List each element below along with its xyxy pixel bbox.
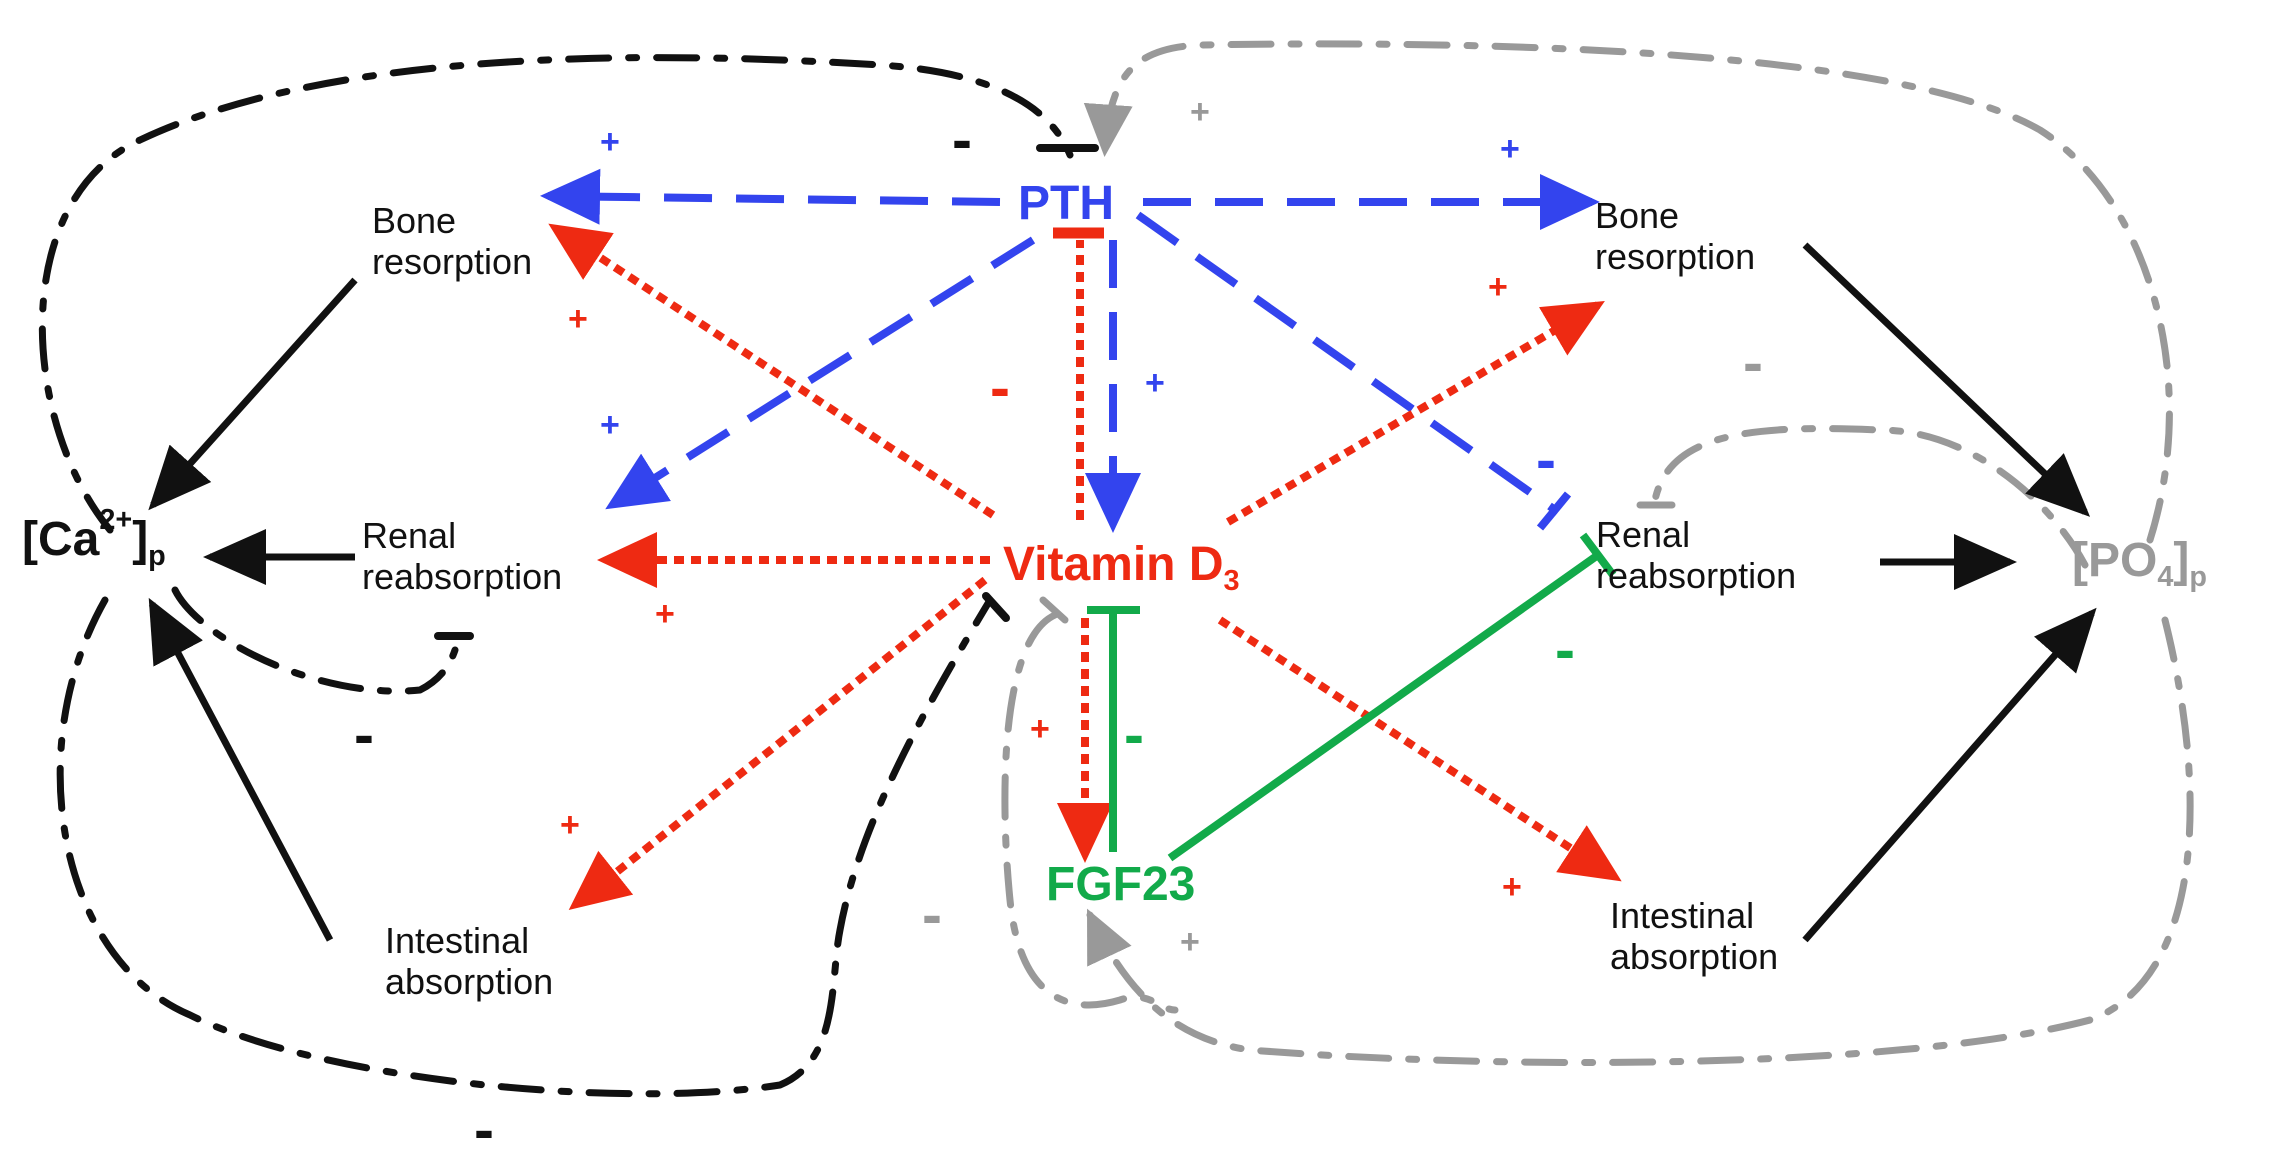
minus-sign: - bbox=[474, 1096, 494, 1163]
phosphate-inhibition-bars bbox=[1039, 501, 1676, 624]
minus-sign: - bbox=[1743, 329, 1763, 396]
plus-sign: + bbox=[655, 595, 675, 633]
fgf23-to-right-renal-inhibit bbox=[1167, 551, 1601, 862]
minus-sign: - bbox=[1124, 701, 1144, 768]
fgf23-right-renal-inhibition-bar bbox=[1579, 532, 1617, 578]
plus-sign: + bbox=[1030, 710, 1050, 748]
vitd-sub: 3 bbox=[1223, 565, 1240, 598]
ca-sub: p bbox=[148, 540, 166, 573]
pth-node: PTH bbox=[1018, 177, 1114, 230]
plus-sign: + bbox=[1180, 923, 1200, 961]
calcium-solid-arrows bbox=[148, 277, 358, 942]
po4-main: [PO bbox=[2072, 534, 2158, 587]
vitd-to-right-bone-arrow bbox=[1225, 300, 1605, 526]
po4-close: ] bbox=[2173, 534, 2190, 587]
phosphate-solid-arrows bbox=[1802, 242, 2097, 943]
left-bone-to-ca-arrow bbox=[148, 277, 358, 511]
vitd-main: Vitamin D bbox=[1003, 538, 1224, 591]
fgf23-node: FGF23 bbox=[1046, 858, 1196, 911]
right-intestinal-to-po4-arrow bbox=[1802, 607, 2097, 943]
po4-sub2: p bbox=[2189, 561, 2207, 594]
ca-charge: 2+ bbox=[99, 504, 133, 537]
pth-to-left-renal-arrow bbox=[605, 236, 1036, 510]
pth-to-right-renal-inhibit bbox=[1135, 211, 1561, 516]
minus-sign: - bbox=[922, 881, 942, 948]
left-bone-line2: resorption bbox=[372, 241, 533, 283]
vitamin-d-arrows bbox=[548, 223, 1622, 910]
right-bone-resorption-node: Bone resorption bbox=[1595, 195, 1755, 278]
left-bone-resorption-node: Bone resorption bbox=[372, 200, 532, 283]
plus-sign: + bbox=[600, 123, 620, 161]
pth-right-renal-inhibition-bar bbox=[1536, 491, 1572, 531]
ca-to-pth-loop bbox=[38, 54, 1074, 534]
right-intestinal-absorption-node: Intestinal absorption bbox=[1610, 895, 1778, 978]
po4-to-right-renal-loop bbox=[1651, 425, 2089, 569]
vitd-to-fgf23-gray-loop bbox=[1001, 611, 1179, 1014]
phosphate-feedback-loops bbox=[1001, 40, 2194, 1066]
plus-sign: + bbox=[1145, 364, 1165, 402]
po4-to-pth-loop bbox=[1083, 40, 2173, 544]
plus-sign: + bbox=[600, 406, 620, 444]
ca-main: [Ca bbox=[22, 513, 100, 566]
vitamin-d-node: Vitamin D3 bbox=[1003, 537, 1240, 595]
left-intestinal-to-ca-arrow bbox=[148, 597, 334, 942]
right-renal-line1: Renal bbox=[1596, 514, 1691, 555]
vitd-to-right-intestinal-arrow bbox=[1217, 616, 1622, 882]
left-bone-line1: Bone bbox=[372, 200, 457, 241]
plus-sign: + bbox=[568, 300, 588, 338]
right-intestinal-line1: Intestinal bbox=[1610, 895, 1755, 936]
ca-close: ] bbox=[132, 513, 149, 566]
minus-sign: - bbox=[354, 701, 374, 768]
ca-to-vitd-loop bbox=[56, 596, 994, 1098]
minus-sign: - bbox=[952, 106, 972, 173]
plus-sign: + bbox=[1488, 268, 1508, 306]
calcium-feedback-loops bbox=[38, 54, 1074, 1098]
ca-plasma-node: [Ca2+]p bbox=[22, 506, 166, 571]
left-renal-reabsorption-node: Renal reabsorption bbox=[362, 515, 562, 598]
right-renal-reabsorption-node: Renal reabsorption bbox=[1596, 514, 1796, 597]
po4-plasma-node: [PO4]p bbox=[2072, 533, 2207, 591]
plus-sign: + bbox=[560, 806, 580, 844]
left-intestinal-absorption-node: Intestinal absorption bbox=[385, 920, 553, 1003]
minus-sign: - bbox=[1536, 426, 1556, 493]
plus-sign: + bbox=[1190, 93, 1210, 131]
vitd-to-left-bone-arrow bbox=[548, 223, 996, 519]
fgf23-inhibitions bbox=[1087, 532, 1617, 862]
right-bone-line1: Bone bbox=[1595, 195, 1680, 236]
right-bone-line2: resorption bbox=[1595, 236, 1756, 278]
pth-arrows bbox=[540, 168, 1600, 533]
right-bone-to-po4-arrow bbox=[1802, 242, 2091, 517]
right-intestinal-line2: absorption bbox=[1610, 936, 1779, 978]
plus-sign: + bbox=[1502, 868, 1522, 906]
left-renal-line1: Renal bbox=[362, 515, 457, 556]
right-renal-line2: reabsorption bbox=[1596, 555, 1797, 597]
left-intestinal-line2: absorption bbox=[385, 961, 554, 1003]
left-renal-line2: reabsorption bbox=[362, 556, 563, 598]
minus-sign: - bbox=[990, 354, 1010, 421]
vitd-to-left-intestinal-arrow bbox=[568, 576, 988, 910]
left-intestinal-line1: Intestinal bbox=[385, 920, 530, 961]
po4-sub1: 4 bbox=[2157, 561, 2174, 594]
ca-to-left-renal-loop bbox=[171, 586, 459, 695]
minus-sign: - bbox=[1555, 616, 1575, 683]
po4-to-fgf23-loop bbox=[1086, 616, 2194, 1066]
pth-to-left-bone-arrow bbox=[540, 168, 1001, 225]
plus-sign: + bbox=[1500, 130, 1520, 168]
